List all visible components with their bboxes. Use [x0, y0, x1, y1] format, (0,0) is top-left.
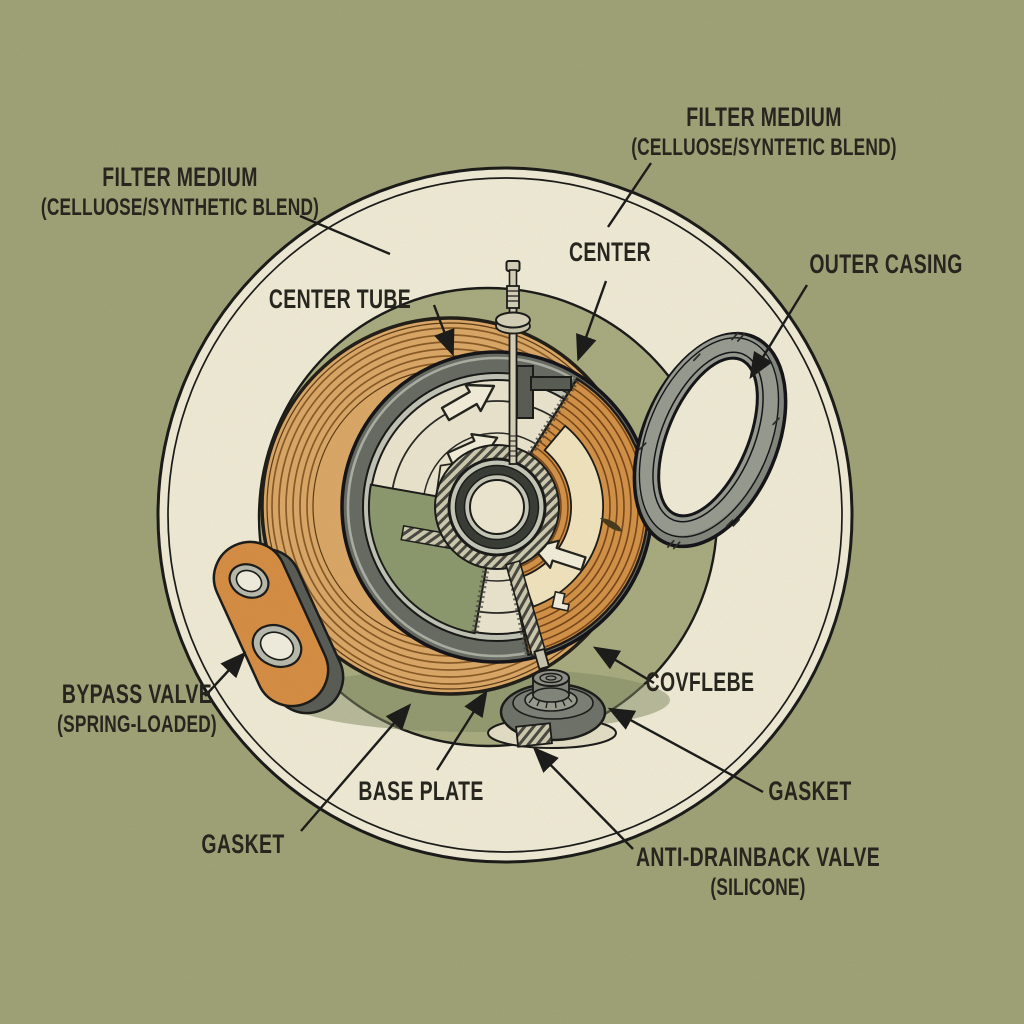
label-line: FILTER MEDIUM — [686, 102, 842, 132]
label-line: (SILICONE) — [710, 873, 806, 901]
label-filter-medium-right: FILTER MEDIUM (CELLUOSE/SYNTETIC BLEND) — [580, 102, 949, 162]
label-filter-medium-left: FILTER MEDIUM (CELLUOSE/SYNTHETIC BLEND) — [0, 162, 373, 222]
label-line: FILTER MEDIUM — [102, 162, 258, 192]
label-line: BASE PLATE — [358, 776, 484, 806]
label-outer-casing: OUTER CASING — [779, 249, 992, 281]
label-line: BYPASS VALVE — [61, 679, 213, 709]
label-line: (CELLUOSE/SYNTETIC BLEND) — [631, 133, 897, 161]
label-line: GASKET — [768, 776, 852, 806]
label-line: COVFLEBE — [645, 667, 755, 697]
label-line: ANTI-DRAINBACK VALVE — [635, 842, 881, 872]
label-gasket-left: GASKET — [185, 829, 301, 861]
label-line: (SPRING-LOADED) — [57, 710, 217, 738]
label-line: GASKET — [201, 829, 285, 859]
label-bypass-valve: BYPASS VALVE (SPRING-LOADED) — [26, 679, 248, 739]
label-anti-drainback-valve: ANTI-DRAINBACK VALVE (SILICONE) — [589, 842, 928, 902]
label-covflebe: COVFLEBE — [624, 667, 775, 699]
label-line: CENTER TUBE — [268, 284, 412, 314]
label-center-tube: CENTER TUBE — [241, 284, 439, 316]
label-line: (CELLUOSE/SYNTHETIC BLEND) — [40, 193, 320, 221]
label-line: CENTER — [568, 237, 652, 267]
label-base-plate: BASE PLATE — [334, 776, 508, 808]
label-center: CENTER — [553, 237, 667, 269]
label-gasket-right: GASKET — [752, 776, 868, 808]
label-line: OUTER CASING — [809, 249, 963, 279]
